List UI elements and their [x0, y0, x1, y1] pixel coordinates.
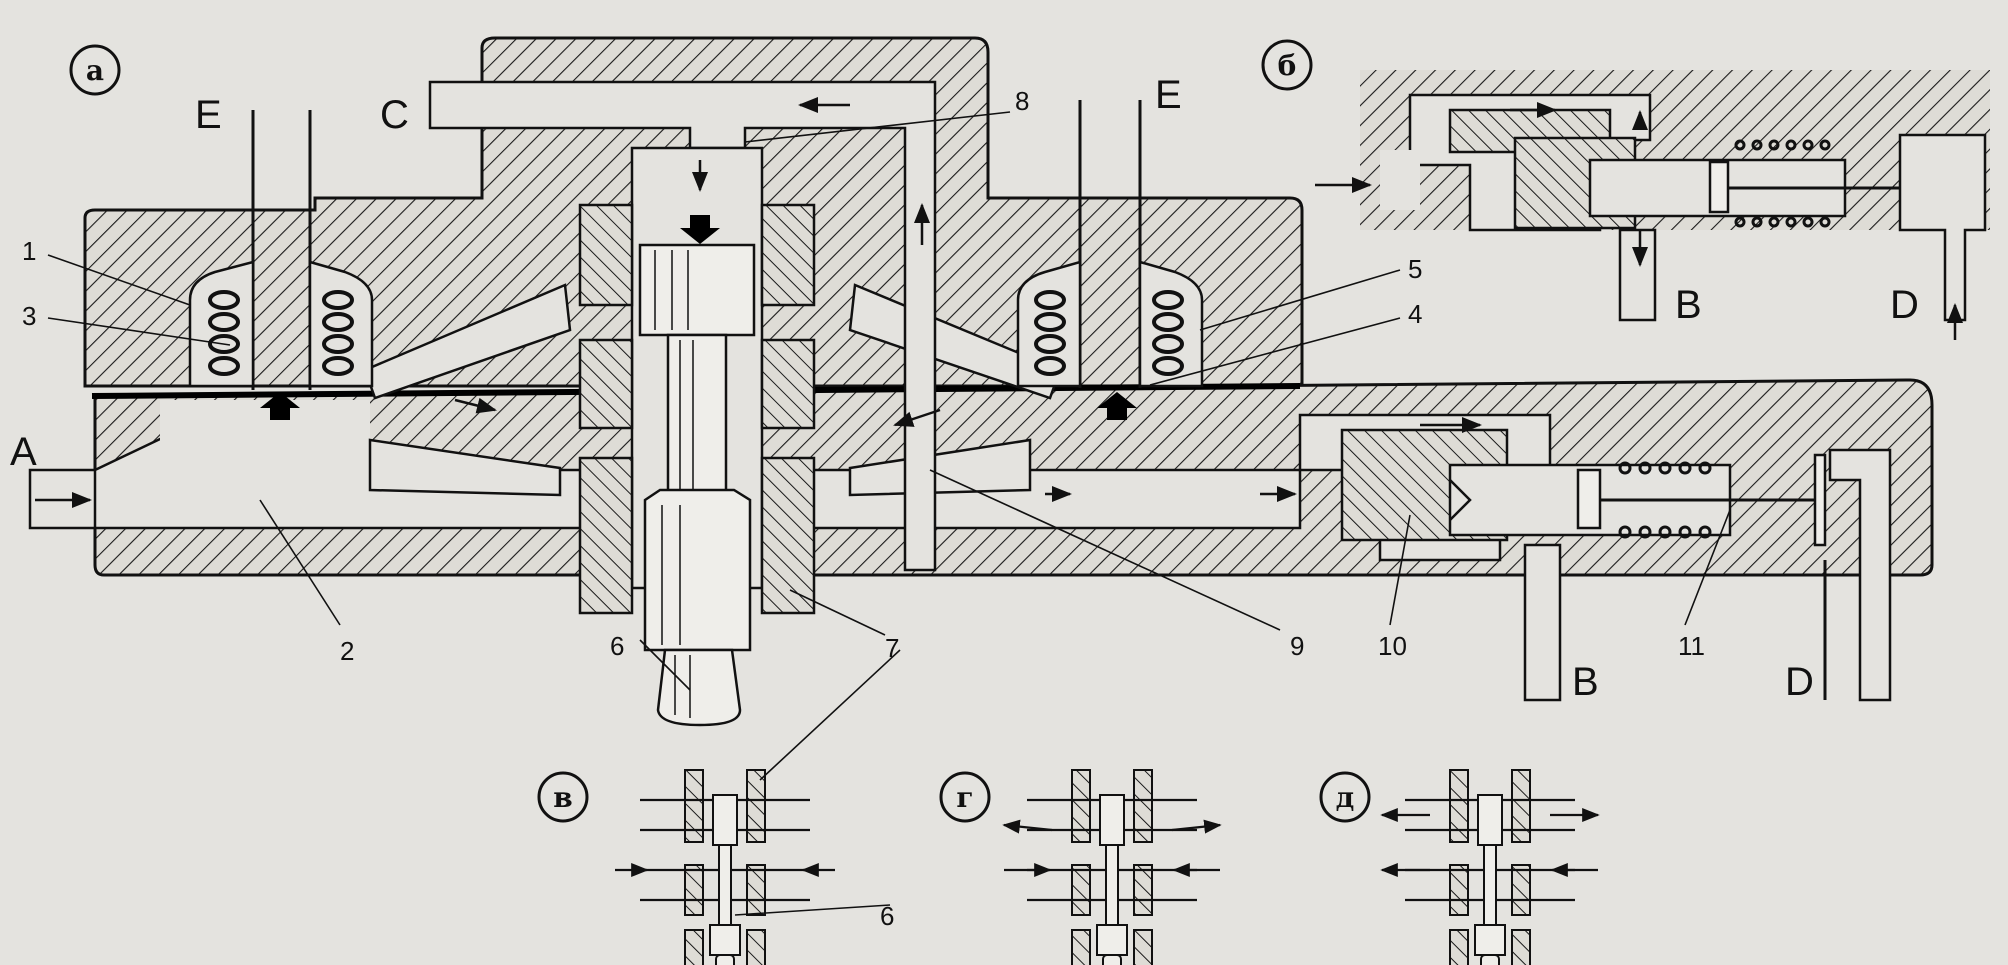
mini-scheme-g: [1002, 769, 1222, 965]
port-c-label: C: [380, 93, 409, 137]
callout-5: 5: [1408, 254, 1422, 284]
bushing-mid-right: [760, 338, 816, 430]
inset-b: [1315, 70, 1990, 340]
callout-4: 4: [1408, 299, 1422, 329]
push-arrow-down: [680, 215, 720, 244]
callout-7: 7: [885, 633, 899, 663]
callout-8: 8: [1015, 86, 1029, 116]
callout-3: 3: [22, 301, 36, 331]
valve-e-right: [1016, 100, 1204, 388]
mini-scheme-v: [615, 769, 835, 965]
callout-11: 11: [1678, 631, 1705, 661]
port-d-main-label: D: [1785, 660, 1814, 704]
control-section-main: [1298, 413, 1892, 702]
port-a-label: A: [10, 430, 37, 474]
port-d-inset-label: D: [1890, 283, 1919, 327]
mini-scheme-d: [1380, 769, 1600, 965]
port-e-right-label: E: [1155, 73, 1182, 117]
valve-e-left: [188, 110, 374, 390]
panel-label-b: б: [1261, 39, 1313, 91]
panel-label-d: д: [1319, 771, 1371, 823]
callout-2: 2: [340, 636, 354, 666]
panel-label-a-text: а: [86, 54, 104, 87]
lower-channel-left: [368, 438, 562, 497]
flow-arrows: [35, 97, 1482, 508]
channel-c: [428, 80, 937, 572]
bushing-top-right: [760, 203, 816, 307]
panel-label-b-text: б: [1278, 49, 1297, 82]
callout-6: 6: [610, 631, 624, 661]
panel-label-g: г: [939, 771, 991, 823]
panel-label-v-text: в: [553, 781, 572, 814]
main-valve-body: [28, 36, 1934, 727]
panel-label-v: в: [537, 771, 589, 823]
panel-label-g-text: г: [956, 781, 973, 814]
inlet-chamber: [160, 400, 370, 472]
bushing-top-left: [578, 203, 634, 307]
port-b-main-label: B: [1572, 660, 1599, 704]
push-arrow-right: [1097, 392, 1137, 420]
callout-9: 9: [1290, 631, 1304, 661]
bushing-low-left: [578, 456, 634, 615]
port-b-inset-label: B: [1675, 283, 1702, 327]
lower-channel-right: [848, 438, 1032, 497]
callout-1: 1: [22, 236, 36, 266]
angled-channel-left: [363, 283, 572, 400]
push-arrow-left: [260, 392, 300, 420]
mini-schemes: [615, 769, 1600, 965]
bushing-low-right: [760, 456, 816, 615]
leader-lines: [47, 111, 1731, 916]
plunger: [638, 243, 756, 727]
panel-label-d-text: д: [1336, 781, 1355, 814]
callout-6-mini: 6: [880, 901, 894, 931]
panel-label-a: а: [69, 44, 121, 96]
callout-10: 10: [1378, 631, 1407, 661]
bushing-mid-left: [578, 338, 634, 430]
port-e-left-label: E: [195, 93, 222, 137]
angled-channel-right: [848, 283, 1062, 400]
